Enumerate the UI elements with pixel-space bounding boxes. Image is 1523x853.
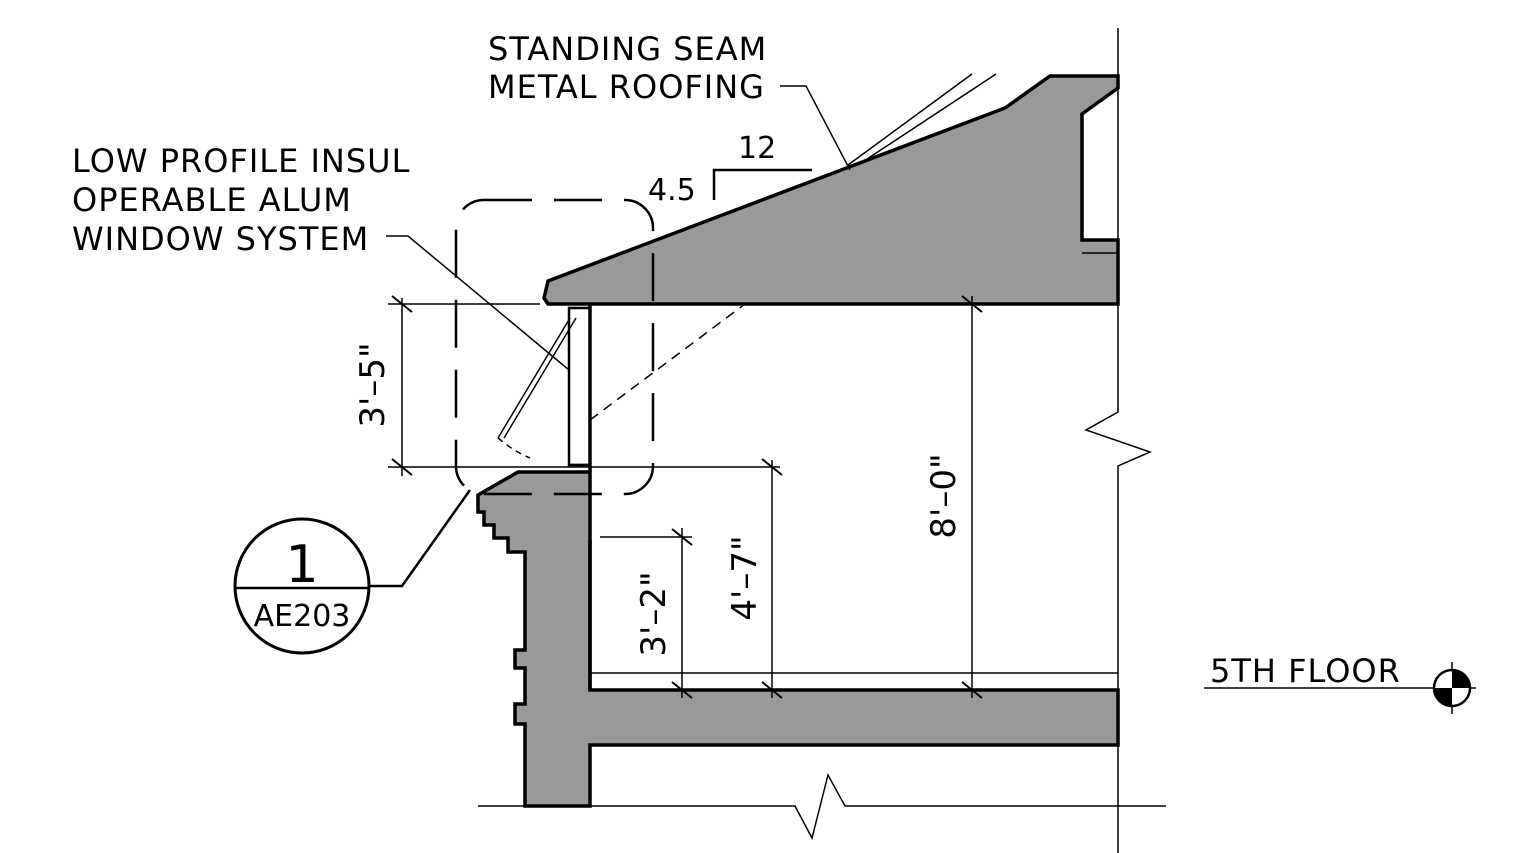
roof-section [542,74,1120,306]
dim-tick [391,295,413,313]
break-line-vertical [1084,28,1153,853]
label-roofing-line2: METAL ROOFING [488,68,765,106]
label-floor-level: 5TH FLOOR [1210,652,1401,690]
slope-run: 12 [738,131,776,166]
label-window-line3: WINDOW SYSTEM [72,220,369,258]
roof-seam-line [847,73,973,166]
dim-tick [761,458,783,476]
label-roofing-line1: STANDING SEAM [488,30,767,68]
slope-symbol [712,168,812,200]
break-line-horizontal [478,772,1166,841]
operable-sash [497,317,571,439]
roof-seam-line [857,73,997,166]
dim-text-floor-to-ceiling: 8'–0" [924,453,964,538]
level-target-icon [1432,662,1472,714]
leader-window [386,235,570,371]
dim-tick [671,528,693,546]
slope-rise: 4.5 [648,173,696,208]
dim-tick [961,295,983,313]
swing-arc [497,437,531,459]
leader-roofing [780,85,851,171]
leader-detail-tag [370,489,472,588]
dim-text-window-height: 3'–5" [353,342,393,427]
swing-line [589,303,746,421]
detail-tag-number: 1 [285,535,318,595]
label-window-line2: OPERABLE ALUM [72,181,352,219]
operable-sash [503,317,577,439]
dim-tick [671,681,693,699]
detail-tag: 1 AE203 [233,517,371,655]
dim-text-head-to-floor: 4'–7" [725,535,765,620]
detail-callout-box [454,198,655,496]
dim-text-sill-height: 3'–2" [634,571,674,656]
window-frame [567,306,592,467]
label-window-line1: LOW PROFILE INSUL [72,142,410,180]
dim-tick [391,458,413,476]
parapet-section [476,470,1120,808]
dim-tick [961,681,983,699]
dim-tick [761,681,783,699]
detail-tag-sheet: AE203 [254,599,351,634]
